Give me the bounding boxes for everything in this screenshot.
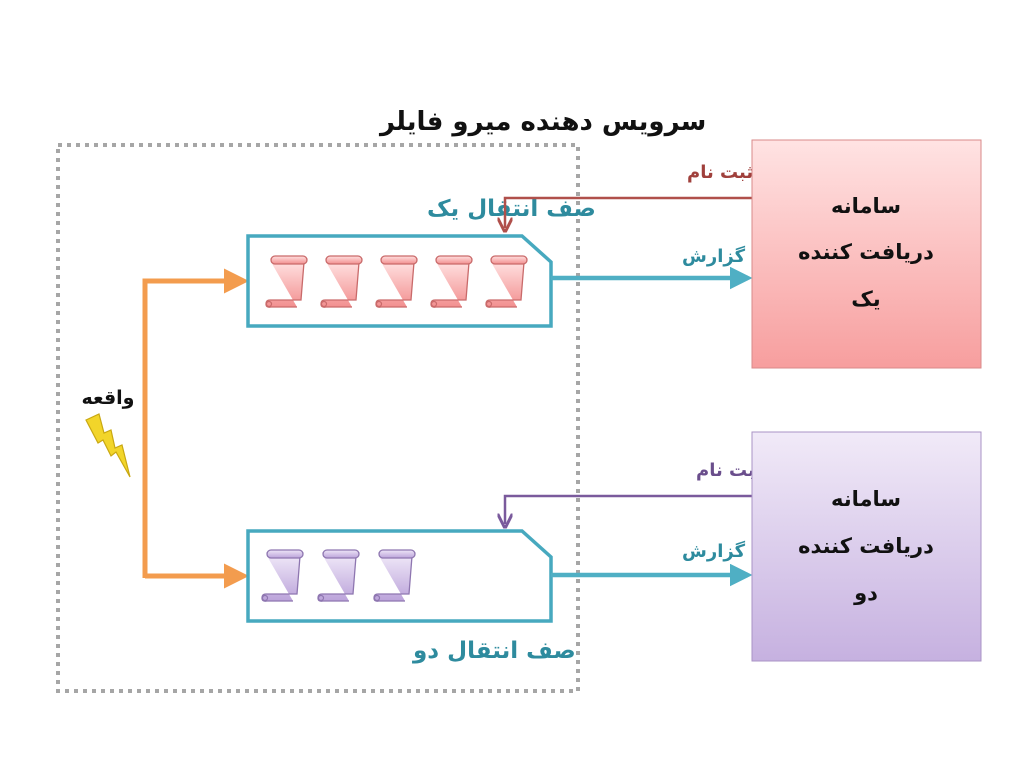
- queue-one-message-icon: [375, 255, 418, 308]
- register-arrow-two: [505, 494, 752, 524]
- register-arrow-one: [505, 196, 752, 228]
- queue-two-label: صف انتقال دو: [412, 638, 576, 664]
- receiver-two-line-2: دریافت کننده: [798, 534, 934, 558]
- server-title: سرویس دهنده میرو فایلر: [378, 107, 706, 137]
- report-label-one: گزارش: [682, 245, 746, 267]
- register-label-two: ثبت نام: [696, 460, 762, 481]
- receiver-two-line-3: دو: [853, 581, 878, 605]
- receiver-one-line-3: یک: [851, 287, 880, 311]
- queue-one-messages: [265, 255, 528, 308]
- queue-one-label: صف انتقال یک: [427, 196, 596, 222]
- queue-one-message-icon: [430, 255, 473, 308]
- receiver-one-box: [751, 139, 982, 369]
- queue-two-message-icon: [373, 549, 416, 602]
- server-boundary: [56, 143, 580, 693]
- event-arrow-queue-one: [142, 268, 249, 578]
- register-label-one: ثبت نام: [687, 162, 753, 183]
- receiver-two-line-1: سامانه: [831, 487, 901, 511]
- receiver-one-line-2: دریافت کننده: [798, 240, 934, 264]
- queue-one-message-icon: [485, 255, 528, 308]
- lightning-icon: [85, 413, 131, 478]
- receiver-two-box: [751, 431, 982, 662]
- event-label: واقعه: [81, 387, 134, 409]
- queue-two-message-icon: [317, 549, 360, 602]
- queue-two-message-icon: [261, 549, 304, 602]
- queue-one-message-icon: [320, 255, 363, 308]
- queue-two-messages: [261, 549, 416, 602]
- queue-one-message-icon: [265, 255, 308, 308]
- report-label-two: گزارش: [682, 540, 746, 562]
- receiver-one-line-1: سامانه: [831, 194, 901, 218]
